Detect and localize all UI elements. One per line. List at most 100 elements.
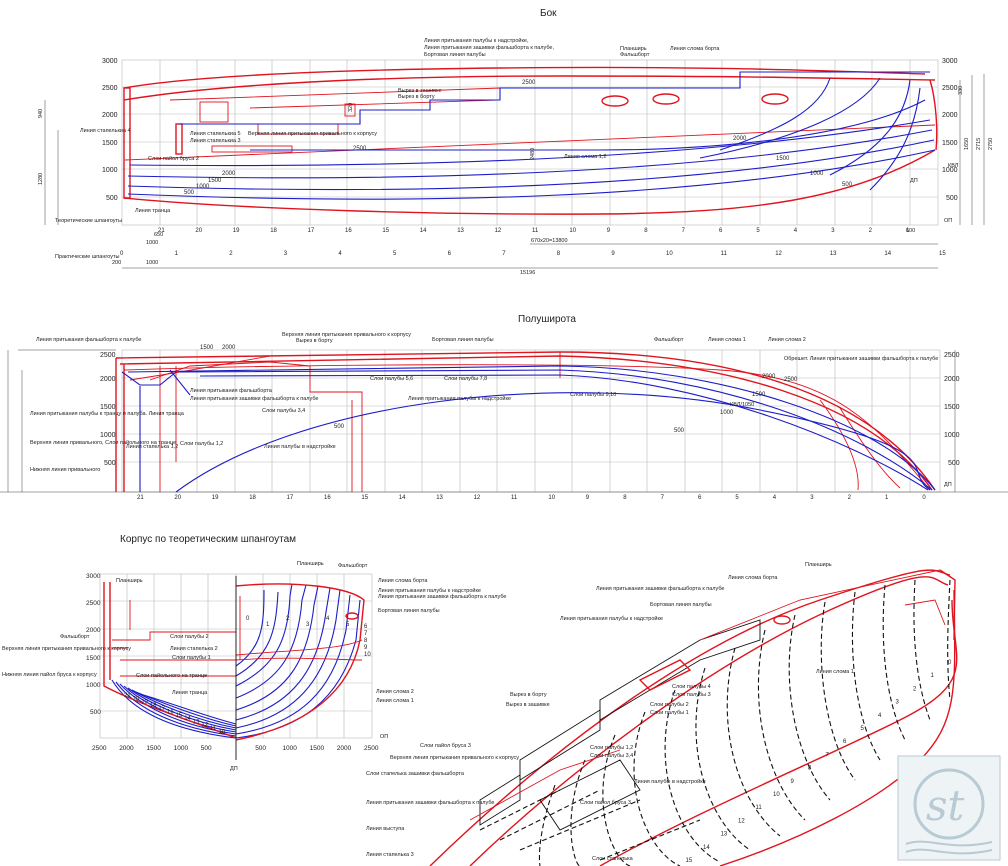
frame-number: 2 xyxy=(869,228,873,234)
dimension-2480: 2480 xyxy=(530,148,536,160)
frame-number: 19 xyxy=(141,700,148,706)
station-number: 15 xyxy=(939,251,946,257)
frame-number: 7 xyxy=(826,752,830,758)
frame-number: 1 xyxy=(931,673,935,679)
frame-number: 21 xyxy=(124,693,131,699)
side-y-tick: 2000 xyxy=(102,112,118,119)
iso-superstructure xyxy=(469,569,946,861)
label-upper: Верхняя линия притыкания привального к к… xyxy=(390,755,519,761)
iso-frames xyxy=(538,579,951,866)
side-y-tick-right: 500 xyxy=(946,195,958,202)
dimension-1650: 1650 xyxy=(964,138,970,150)
logo-ring-icon xyxy=(913,768,985,840)
half-y-tick-right: 2000 xyxy=(944,376,960,383)
frame-number: 11 xyxy=(210,726,217,732)
side-y-tick-right: 3000 xyxy=(942,58,958,65)
frame-number: 9 xyxy=(607,228,611,234)
frame-number: 18 xyxy=(150,703,157,709)
label-chine: Линия слома борта xyxy=(670,46,720,52)
frame-number: 12 xyxy=(738,818,745,824)
station-number: 4 xyxy=(338,251,342,257)
half-value: 2000 xyxy=(762,374,776,380)
station-number: 2 xyxy=(229,251,233,257)
body-y-tick: 2000 xyxy=(86,627,101,634)
frame-number: 9 xyxy=(586,495,590,501)
body-y-tick: 500 xyxy=(90,709,101,716)
label-planshir: Планширь xyxy=(116,578,143,584)
label-chine: Линия слома борта xyxy=(728,575,778,581)
frame-number: 10 xyxy=(569,228,576,234)
frame-number: 13 xyxy=(193,719,200,725)
waterline-value: 1000 xyxy=(196,184,210,190)
frame-number: 14 xyxy=(420,228,427,234)
dimension-2750: 2750 xyxy=(988,138,994,150)
frame-number: 16 xyxy=(345,228,352,234)
station-number: 8 xyxy=(557,251,561,257)
iso-bow xyxy=(939,569,956,641)
label-layer1: Слои палубы 1 xyxy=(172,655,211,661)
side-sheer-line xyxy=(123,66,926,89)
iso-sheer xyxy=(429,569,951,866)
frame-number: 17 xyxy=(158,706,165,712)
half-y-tick: 500 xyxy=(104,460,116,467)
label-stringer4: Слои палубы 4 xyxy=(672,684,711,690)
body-x-tick: 2000 xyxy=(337,745,352,752)
label-board: Бортовая линия палубы xyxy=(378,608,440,614)
frame-number: 13 xyxy=(721,832,728,838)
body-y-ticks: 3000 2500 2000 1500 1000 500 xyxy=(86,573,101,716)
label-zashivka: Слои стапелька зашивки фальшборта xyxy=(366,771,465,777)
frame-number: 20 xyxy=(133,696,140,702)
half-value: 2500 xyxy=(784,377,798,383)
side-waterline-values: 2500 2000 1500 1000 500 2000 1500 1000 5… xyxy=(184,80,853,196)
body-x-tick: 500 xyxy=(255,745,266,752)
frame-number: 0 xyxy=(948,660,952,666)
body-x-tick: 1000 xyxy=(282,745,297,752)
label-stringer2: Слои палубы 2 xyxy=(650,702,689,708)
label-stringer: Линия стапелька 1,2 xyxy=(126,444,178,450)
half-value: 500 xyxy=(334,424,345,430)
half-value: 2000 xyxy=(222,345,236,351)
frame-number: 9 xyxy=(791,779,795,785)
dimension-span: 670х20=13800 xyxy=(531,238,568,244)
frame-number: 19 xyxy=(212,495,219,501)
body-x-tick: 2000 xyxy=(119,745,134,752)
frame-number: 6 xyxy=(843,739,847,745)
body-annotations: Планширь Фальшборт Планширь Фальшборт Ли… xyxy=(2,561,506,772)
frame-number: 2 xyxy=(848,495,852,501)
label-sheer: Линия притыкания фальшборта xyxy=(190,388,273,394)
frame-number: 19 xyxy=(233,228,240,234)
waterline-value: 2500 xyxy=(353,146,367,152)
dimension-total: 15196 xyxy=(520,270,535,276)
label-stringer3: Слои палубы 3 xyxy=(672,692,711,698)
half-grid xyxy=(121,349,941,493)
frame-number: 7 xyxy=(661,495,665,501)
half-values: 1500 2000 2000 2500 1500 1000 500 500 xyxy=(200,345,798,434)
side-y-tick-right: 1500 xyxy=(942,140,958,147)
half-y-tick: 2500 xyxy=(100,352,116,359)
label-sheer2: Линия притыкания зашивки фальшборта к па… xyxy=(190,396,318,402)
label-op: ОП xyxy=(380,734,388,740)
body-left-frames xyxy=(103,582,237,739)
side-y-tick-right: 1000 xyxy=(942,167,958,174)
label-theor-frames: Теоретические шпангоуты xyxy=(55,218,122,224)
dimension-320: 320 xyxy=(348,103,354,112)
label-dp: ДП xyxy=(230,766,238,772)
label-sheer3: Линия притыкания зашивки фальшборта к па… xyxy=(366,800,494,806)
frame-number: 14 xyxy=(399,495,406,501)
label-stringer2: Линия стапелька 2 xyxy=(170,646,218,652)
station-number: 1 xyxy=(175,251,179,257)
half-value: 1500 xyxy=(752,392,766,398)
body-x-tick: 1500 xyxy=(146,745,161,752)
frame-number: 8 xyxy=(364,638,368,644)
label-cut2: Вырез в зашивке xyxy=(506,702,550,708)
label-lower: Нижняя линия пайол бруса к корпусу xyxy=(2,671,97,678)
frame-number: 11 xyxy=(532,228,539,234)
iso-view: Планширь Линия слома борта Линия притыка… xyxy=(366,562,958,866)
label-bulwark2: Фальшборт xyxy=(338,563,368,569)
waterline-value: 500 xyxy=(842,182,853,188)
label-layer34: Слои палубы 3,4 xyxy=(590,753,633,759)
side-y-tick-right: 2000 xyxy=(942,112,958,119)
half-y-ticks: 2500 2000 1500 1000 500 2500 2000 1500 1… xyxy=(100,352,960,467)
